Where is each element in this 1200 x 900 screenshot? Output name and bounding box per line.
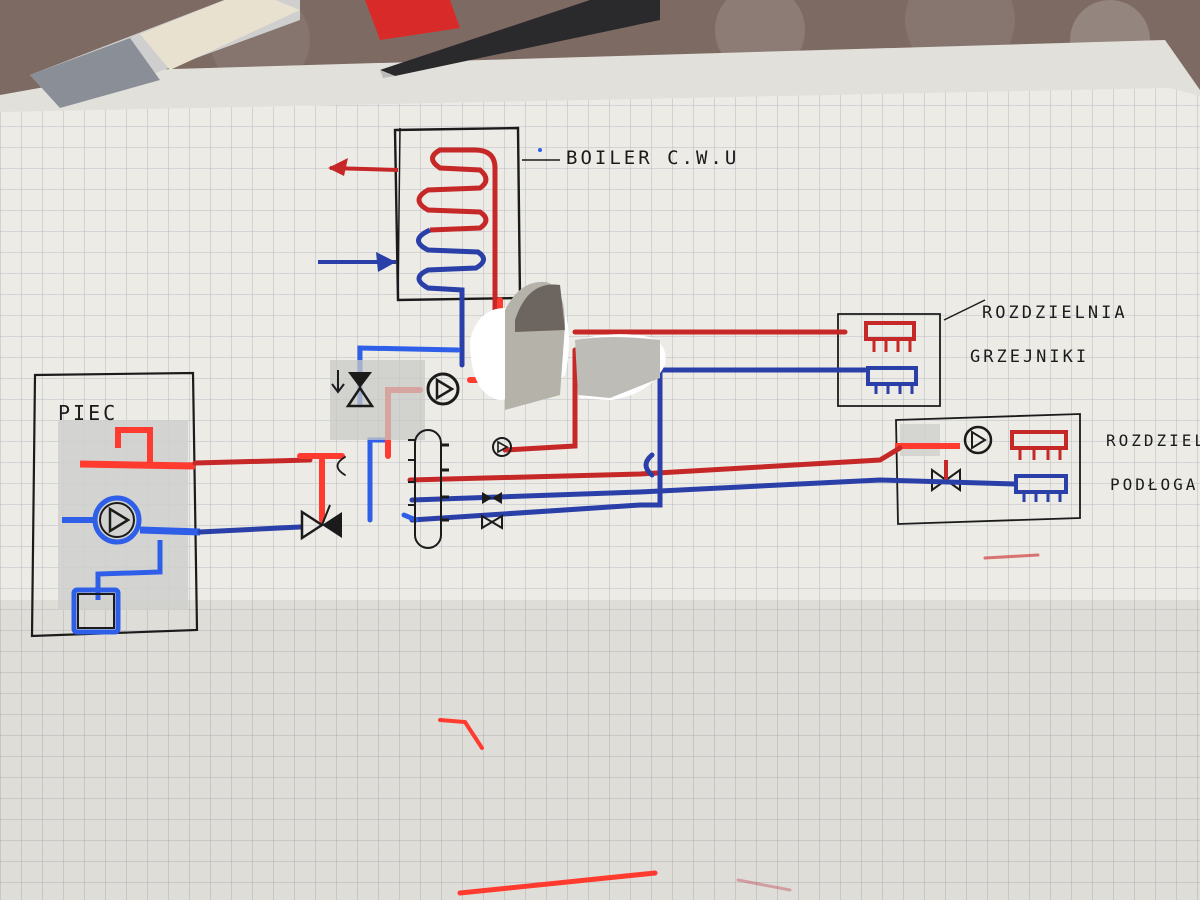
floor-manifold: ROZDZIELNIA PODŁOGA [895, 413, 1200, 525]
return-pipes [197, 347, 1018, 535]
manifold-icon [864, 321, 916, 352]
coil-icon [416, 147, 498, 350]
hot-water-outlet [328, 158, 399, 176]
radiator-manifold: ROZDZIELNIA GRZEJNIKI [837, 299, 1128, 407]
floor-label-line1: ROZDZIELNIA [1106, 431, 1200, 450]
radiators-label-line1: ROZDZIELNIA [982, 303, 1128, 323]
pump-icon [426, 372, 460, 406]
furnace: PIEC [30, 371, 201, 638]
ball-valve-icon [481, 514, 503, 530]
three-way-valve-icon [300, 504, 342, 541]
boiler-label: BOILER C.W.U [566, 147, 739, 169]
boiler: BOILER C.W.U [318, 126, 739, 350]
ball-valve-icon [482, 492, 502, 504]
floor-label-line2: PODŁOGA [1110, 475, 1198, 494]
cold-water-inlet [318, 252, 396, 272]
pump-icon [963, 425, 993, 455]
supply-pipes [192, 329, 903, 483]
expansion-tank-icon [71, 587, 121, 635]
furnace-label: PIEC [58, 401, 118, 425]
pump-icon [92, 495, 142, 545]
stray-marks [438, 553, 1040, 896]
paper-shade [0, 600, 1200, 900]
three-way-valve-icon [331, 370, 375, 408]
radiators-label-line2: GRZEJNIKI [970, 347, 1089, 367]
pen [30, 0, 300, 108]
pencil [365, 0, 660, 78]
correction-patches [330, 281, 666, 440]
manifold-icon [866, 366, 918, 394]
manifold-icon [1010, 430, 1068, 460]
hydraulic-header [408, 429, 449, 549]
pump-icon [492, 437, 512, 457]
